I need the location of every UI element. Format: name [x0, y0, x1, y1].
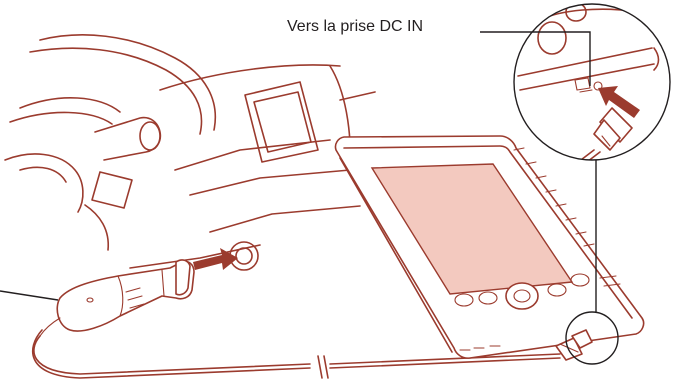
leader-line-adapter: [0, 291, 58, 300]
dc-in-callout-label: Vers la prise DC IN: [287, 18, 423, 36]
ebook-reader-icon: [335, 136, 643, 358]
car-dashboard-icon: [5, 35, 375, 270]
car-adapter-plug-icon: [40, 260, 194, 336]
cable-left: [34, 336, 310, 374]
dc-in-port-detail: [510, 0, 677, 178]
